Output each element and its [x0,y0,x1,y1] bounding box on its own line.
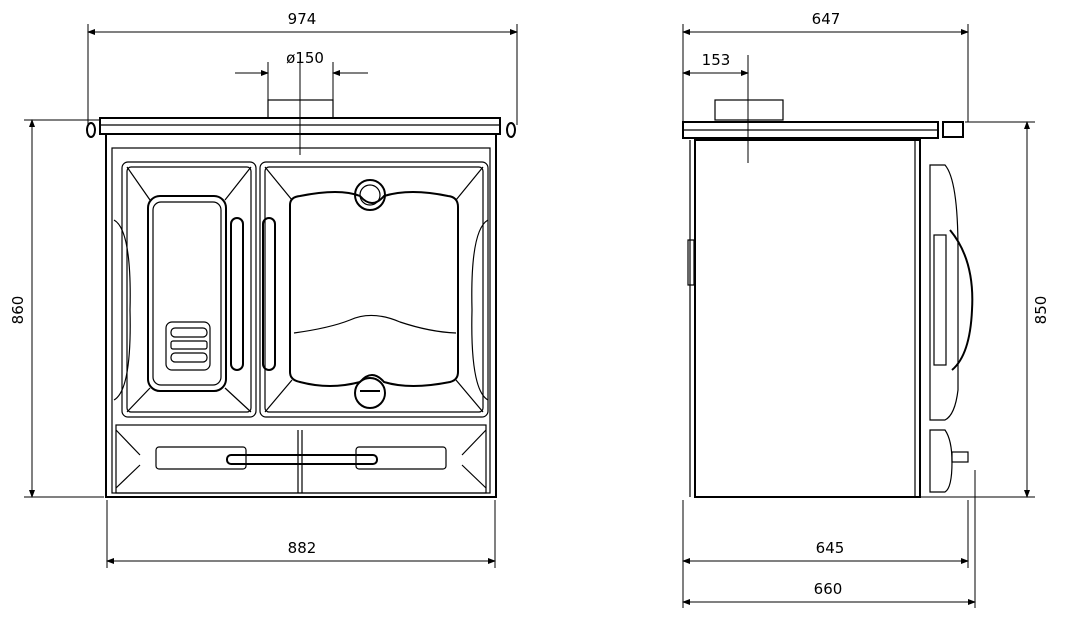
oven-door [259,161,489,418]
left-knob [86,122,96,138]
dim-side-height: 850 [1032,296,1050,325]
dim-overall-depth: 647 [812,10,841,28]
ash-drawer [115,424,487,494]
side-knob [942,121,964,138]
dim-overall-width: 974 [288,10,317,28]
dim-total-depth: 660 [814,580,843,598]
dim-flue-diameter: ø150 [286,49,324,67]
front-dimensions: 974 ø150 860 882 [9,10,518,568]
thermometer [354,179,386,211]
side-body [694,139,921,498]
front-view [86,60,516,498]
firebox-door [121,161,257,418]
dim-body-depth: 645 [816,539,845,557]
oven-knob [354,377,386,409]
stove-body [105,133,497,498]
side-dimensions: 647 153 850 645 660 [682,10,1050,608]
side-drawer-profile [929,429,953,493]
side-flue-pipe [714,99,784,121]
dim-body-width: 882 [288,539,317,557]
right-knob [506,122,516,138]
side-handle [949,229,974,371]
left-handle [230,217,244,371]
side-view [682,55,974,498]
dim-height: 860 [9,296,27,325]
right-handle [262,217,276,371]
side-drawer-knob [951,451,969,463]
dim-flue-offset: 153 [702,51,731,69]
side-door-profile [929,164,959,421]
air-vent [165,321,211,371]
